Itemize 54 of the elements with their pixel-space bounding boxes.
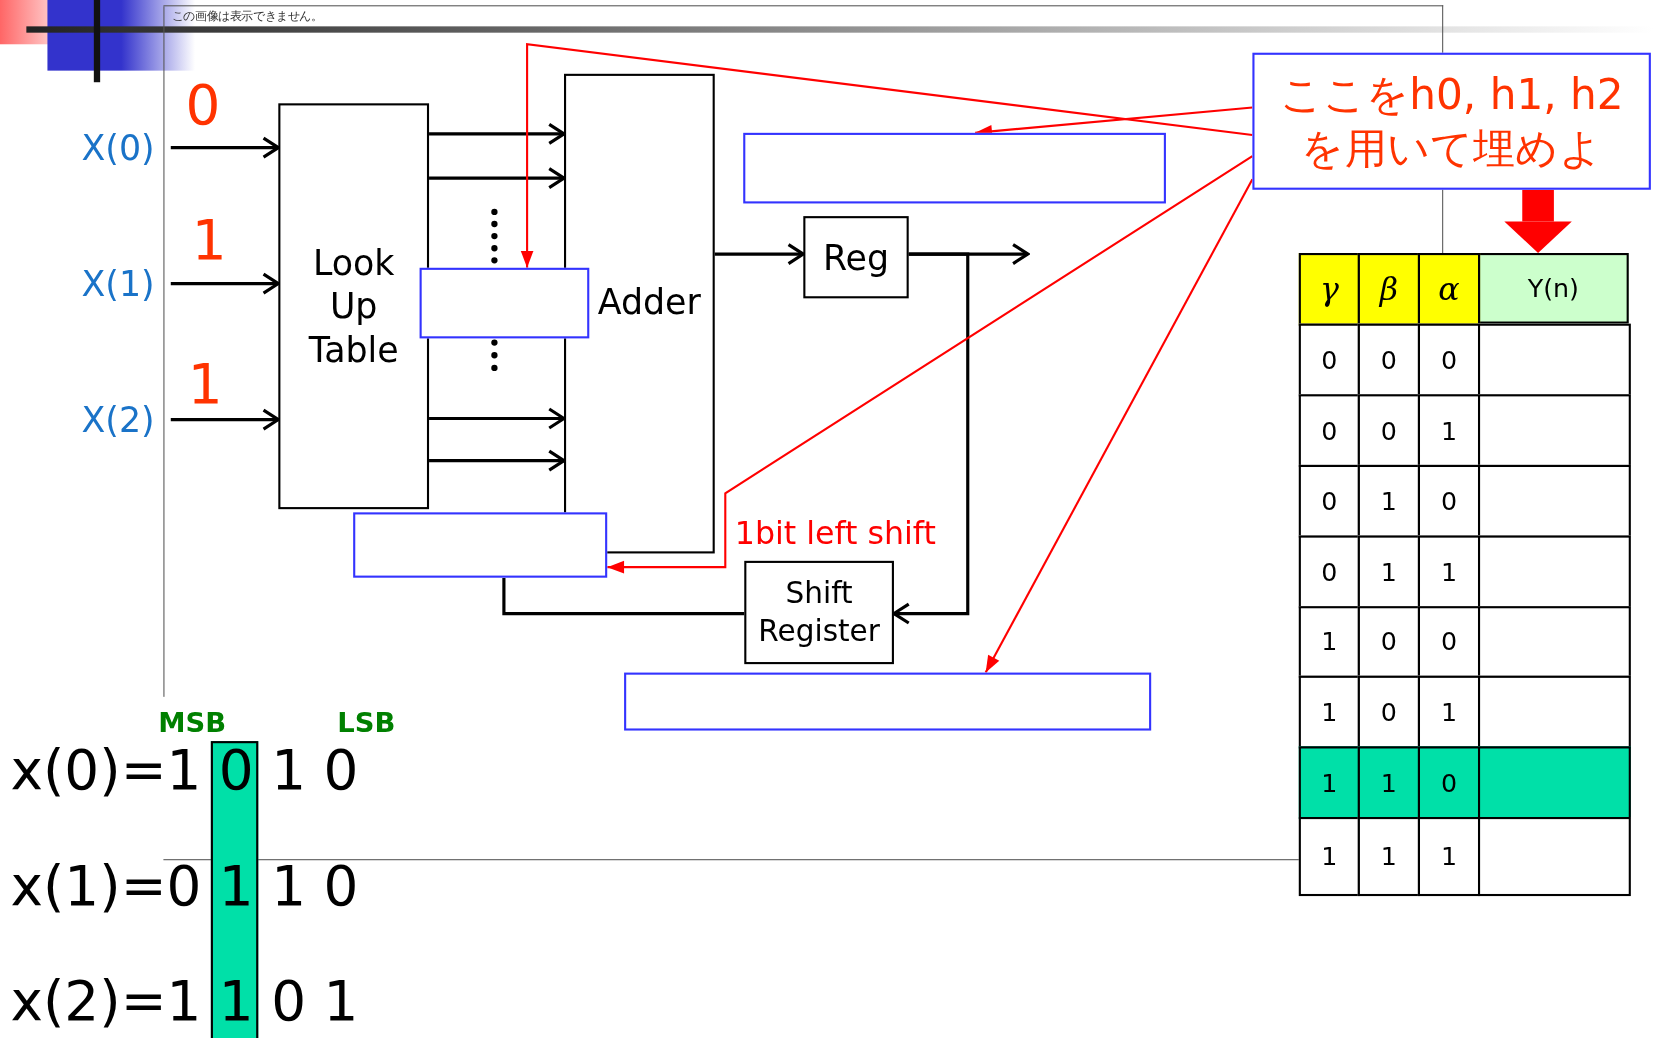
- arrow: [170, 136, 280, 159]
- header-cell: α: [1417, 253, 1481, 326]
- arrow: [984, 178, 1254, 674]
- table-cell: 1: [1298, 675, 1360, 749]
- bit-position-label: LSB: [337, 706, 396, 738]
- bit-string: x(0)=1 0 1 0: [10, 737, 359, 802]
- arrow: [520, 43, 1253, 268]
- shift-register-block: Shift Register: [744, 560, 894, 665]
- header-cell: β: [1357, 253, 1420, 326]
- header-cell: γ: [1298, 253, 1360, 326]
- table-cell: 1: [1298, 606, 1360, 678]
- callout-box: ここをh0, h1, h2を用いて埋めよ: [1252, 52, 1651, 190]
- answer-box: [743, 132, 1166, 204]
- header-cell: Y(n): [1478, 253, 1629, 324]
- arrow: [429, 449, 566, 472]
- value-annotation: 1: [187, 352, 223, 416]
- table-cell: 0: [1298, 464, 1360, 538]
- arrow: [170, 408, 280, 431]
- bit-string: x(1)=0 1 1 0: [10, 853, 359, 918]
- table-cell: 0: [1298, 323, 1360, 397]
- arrow: [892, 252, 970, 625]
- placeholder-note: この画像は表示できません。: [171, 8, 323, 25]
- table-cell: 0: [1298, 535, 1360, 609]
- input-label: X(2): [65, 390, 171, 450]
- table-cell: 1: [1298, 817, 1360, 897]
- table-cell: 0: [1357, 394, 1420, 467]
- arrow: [429, 122, 566, 145]
- arrow: [429, 407, 566, 430]
- register-block: Reg: [803, 216, 909, 299]
- table-cell: 1: [1357, 746, 1420, 820]
- table-cell: 0: [1357, 675, 1420, 749]
- bit-position-label: MSB: [158, 706, 227, 738]
- answer-box: [353, 512, 608, 578]
- value-annotation: 1bit left shift: [734, 514, 936, 552]
- answer-box: [624, 672, 1152, 731]
- arrow: [429, 167, 566, 190]
- value-annotation: 0: [185, 73, 221, 138]
- table-cell: 1: [1357, 464, 1420, 538]
- input-label: X(1): [65, 254, 171, 314]
- value-annotation: 1: [191, 208, 227, 272]
- table-cell: 0: [1357, 606, 1420, 678]
- arrow: [170, 272, 280, 295]
- answer-box: [419, 267, 590, 339]
- arrow: [1504, 189, 1572, 253]
- table-cell: 1: [1298, 746, 1360, 820]
- bit-string: x(2)=1 1 0 1: [10, 969, 359, 1034]
- table-cell: 1: [1357, 535, 1420, 609]
- table-cell: 1: [1357, 817, 1420, 897]
- input-label: X(0): [65, 118, 171, 178]
- arrow: [607, 155, 1253, 574]
- arrow: [714, 243, 805, 266]
- connector-line: [502, 577, 745, 616]
- table-cell: 0: [1298, 394, 1360, 467]
- table-cell: 0: [1357, 323, 1420, 397]
